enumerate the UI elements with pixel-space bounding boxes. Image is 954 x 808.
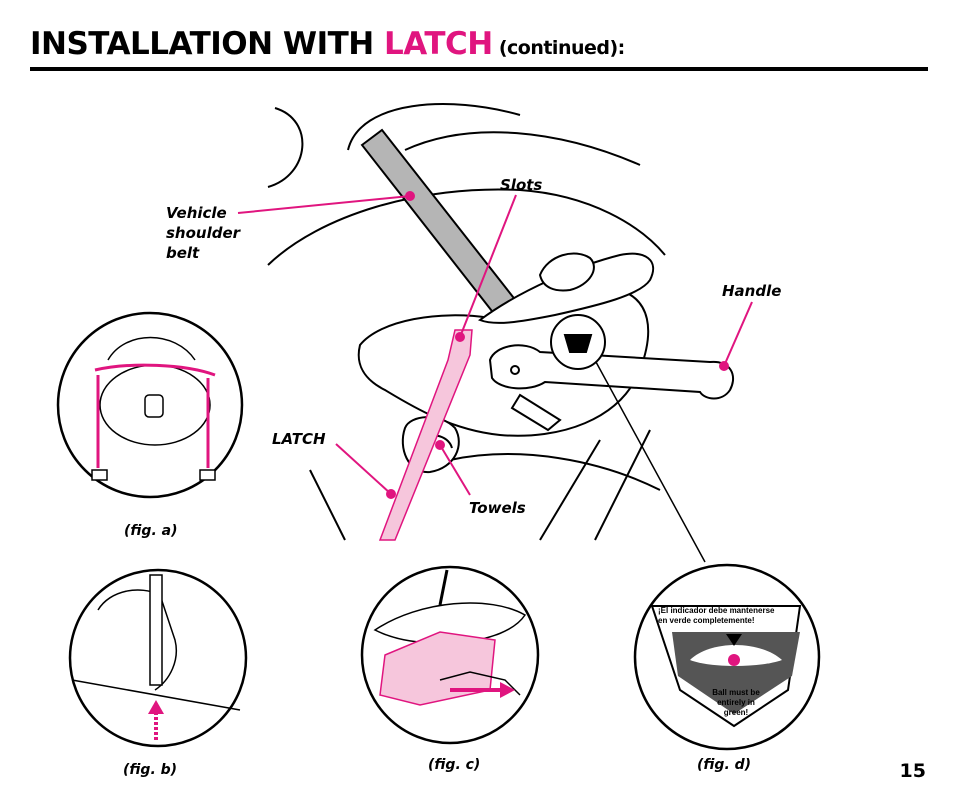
fig-c-circle (360, 565, 540, 745)
indicator-top-line-2: en verde completemente! (658, 616, 755, 625)
fig-d-circle (633, 563, 821, 751)
label-slots: Slots (500, 176, 543, 194)
latch-strap (378, 329, 473, 541)
header-rule (30, 67, 928, 71)
page-title: INSTALLATION WITH LATCH (continued): (30, 26, 625, 62)
caption-fig-d: (fig. d) (697, 757, 752, 773)
indicator-bottom-line-1: Ball must be (712, 688, 760, 697)
baby-head (538, 252, 595, 292)
indicator-bottom-text: Ball must be entirely in green! (706, 688, 766, 718)
page-number: 15 (899, 760, 926, 782)
fig-b-circle (68, 568, 248, 748)
label-handle: Handle (722, 282, 782, 300)
caption-fig-b: (fig. b) (123, 762, 178, 778)
caption-fig-c: (fig. c) (428, 757, 481, 773)
label-shoulder-belt: Vehicle shoulder belt (166, 204, 241, 262)
indicator-bottom-line-2: entirely in (717, 698, 755, 707)
indicator-bottom-line-3: green! (723, 708, 749, 717)
title-main: INSTALLATION WITH (30, 26, 385, 62)
indicator-top-text: ¡El indicador debe mantenerse en verde c… (658, 606, 804, 626)
fig-a-circle (56, 311, 244, 499)
carrier-handle (488, 344, 735, 400)
indicator-top-line-1: ¡El indicador debe mantenerse (658, 606, 775, 615)
title-suffix: (continued): (492, 37, 625, 59)
caption-fig-a: (fig. a) (124, 523, 178, 539)
title-accent: LATCH (384, 26, 493, 62)
label-latch: LATCH (272, 430, 326, 448)
label-towels: Towels (469, 499, 526, 517)
